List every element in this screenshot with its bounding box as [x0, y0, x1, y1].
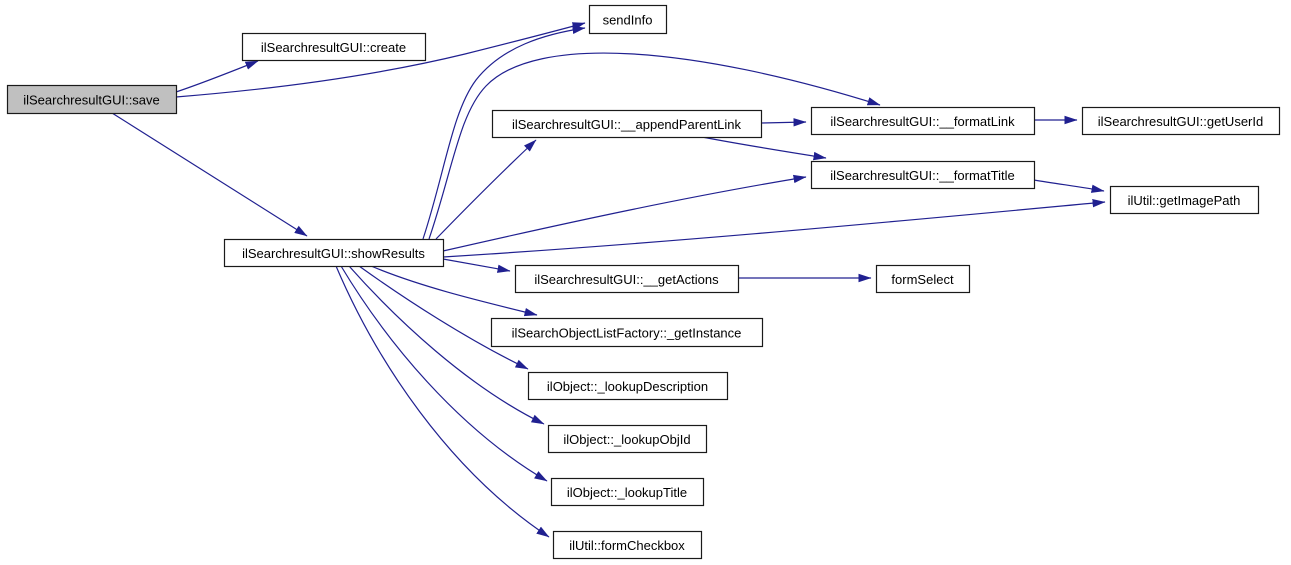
node-label: ilUtil::getImagePath [1128, 193, 1241, 208]
node-label: ilObject::_lookupObjId [563, 432, 690, 447]
node-formCheckbox[interactable]: ilUtil::formCheckbox [552, 530, 703, 560]
node-label: ilObject::_lookupTitle [567, 485, 687, 500]
node-box [527, 371, 729, 401]
edge-showResults-appendParentLink [435, 139, 537, 240]
node-showResults[interactable]: ilSearchresultGUI::showResults [223, 238, 445, 268]
node-box [552, 530, 703, 560]
edge-showResults-formatLink [428, 52, 881, 240]
edge-save-showResults [111, 112, 308, 237]
node-lookupDescription[interactable]: ilObject::_lookupDescription [527, 371, 729, 401]
edge-showResults-getActions [442, 258, 511, 273]
edge-showResults-getInstance [370, 265, 538, 317]
node-formatTitle[interactable]: ilSearchresultGUI::__formatTitle [810, 160, 1036, 190]
node-label: ilSearchresultGUI::__formatTitle [830, 168, 1014, 183]
node-lookupObjId[interactable]: ilObject::_lookupObjId [547, 424, 708, 454]
node-label: ilSearchresultGUI::__getActions [534, 272, 719, 287]
node-sendInfo[interactable]: sendInfo [588, 4, 668, 35]
node-box [875, 264, 971, 294]
edge-showResults-sendInfo [422, 25, 586, 240]
node-lookupTitle[interactable]: ilObject::_lookupTitle [550, 477, 705, 507]
node-save[interactable]: ilSearchresultGUI::save [6, 84, 178, 115]
edge-showResults-formCheckbox [335, 265, 550, 538]
node-box [810, 106, 1036, 136]
node-box [491, 109, 763, 139]
node-box [810, 160, 1036, 190]
node-box [588, 4, 668, 35]
node-label: formSelect [891, 272, 954, 287]
node-getUserId[interactable]: ilSearchresultGUI::getUserId [1081, 106, 1281, 136]
edge-appendParentLink-formatLink [760, 118, 807, 127]
edge-showResults-lookupObjId [348, 265, 545, 425]
node-create[interactable]: ilSearchresultGUI::create [241, 32, 427, 62]
edge-appendParentLink-formatTitle [701, 136, 827, 161]
edge-showResults-lookupDescription [358, 265, 529, 370]
node-label: ilUtil::formCheckbox [569, 538, 685, 553]
node-label: sendInfo [603, 13, 653, 28]
edge-showResults-lookupTitle [340, 265, 548, 482]
node-box [547, 424, 708, 454]
edge-showResults-getImagePath [442, 198, 1106, 258]
node-formSelect[interactable]: formSelect [875, 264, 971, 294]
node-label: ilSearchresultGUI::getUserId [1098, 114, 1263, 129]
node-label: ilSearchresultGUI::create [261, 40, 406, 55]
node-box [241, 32, 427, 62]
node-label: ilSearchresultGUI::save [23, 93, 160, 108]
node-box [1109, 185, 1260, 215]
node-appendParentLink[interactable]: ilSearchresultGUI::__appendParentLink [491, 109, 763, 139]
node-box [550, 477, 705, 507]
edge-showResults-formatTitle [442, 174, 807, 252]
node-getImagePath[interactable]: ilUtil::getImagePath [1109, 185, 1260, 215]
edge-formatTitle-getImagePath [1033, 179, 1105, 193]
node-box [223, 238, 445, 268]
node-formatLink[interactable]: ilSearchresultGUI::__formatLink [810, 106, 1036, 136]
node-getActions[interactable]: ilSearchresultGUI::__getActions [514, 264, 740, 294]
node-box [1081, 106, 1281, 136]
node-label: ilSearchresultGUI::__appendParentLink [512, 117, 742, 132]
node-box [490, 317, 764, 348]
edge-save-sendInfo [175, 22, 586, 98]
node-label: ilSearchresultGUI::__formatLink [830, 114, 1015, 129]
edge-save-create [175, 60, 259, 93]
node-label: ilObject::_lookupDescription [547, 379, 708, 394]
node-box [6, 84, 178, 115]
node-box [514, 264, 740, 294]
node-label: ilSearchresultGUI::showResults [242, 246, 425, 261]
node-label: ilSearchObjectListFactory::_getInstance [512, 326, 742, 341]
node-getInstance[interactable]: ilSearchObjectListFactory::_getInstance [490, 317, 764, 348]
